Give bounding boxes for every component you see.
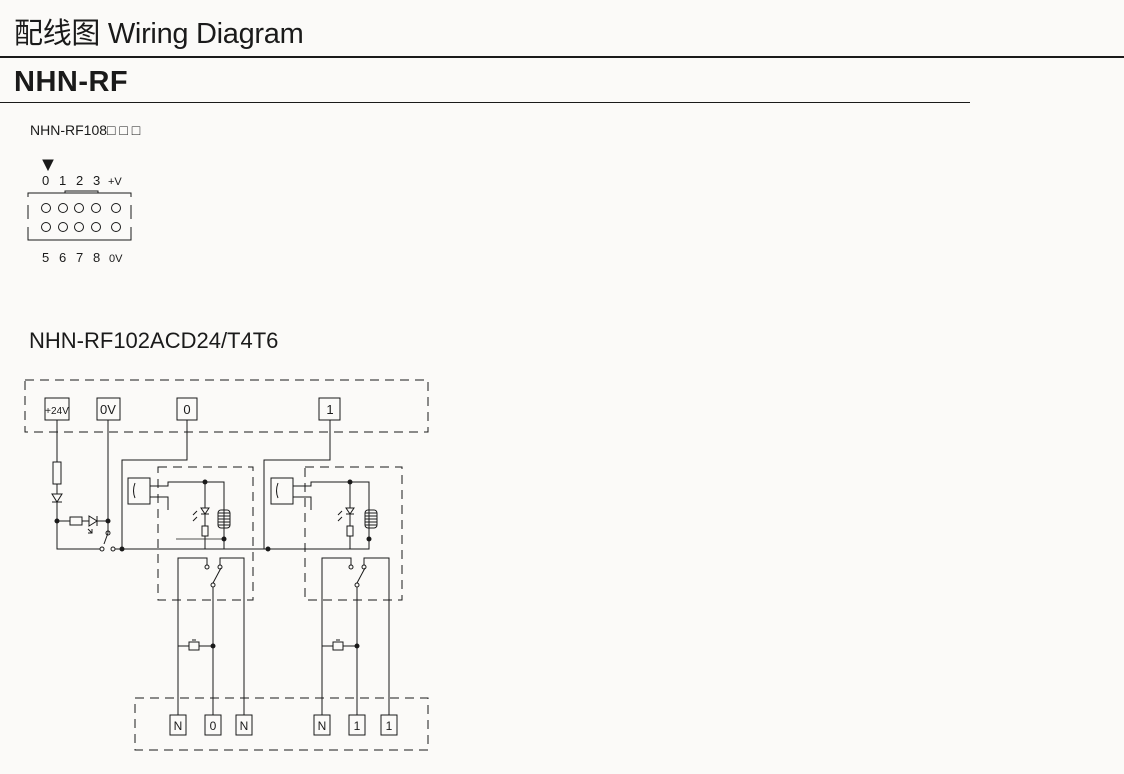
optocoupler-icon-1 <box>127 477 151 505</box>
terminal-label-bottom: N <box>174 719 183 733</box>
fuse-icon <box>52 461 62 485</box>
connector-top-labels: 0 1 2 3 +V <box>42 173 122 188</box>
terminal-label-bottom: 1 <box>386 719 393 733</box>
terminal-label-bottom: N <box>318 719 327 733</box>
indicator-led-icon-1 <box>200 507 210 515</box>
output-terminal-box <box>235 714 253 736</box>
input-terminal-block-frame <box>24 379 429 433</box>
pin-label-bottom: 0V <box>109 253 123 265</box>
connector-top-pin-row <box>41 203 121 213</box>
indicator-resistor-icon-2 <box>346 525 354 537</box>
pin-label-top: +V <box>108 176 122 188</box>
varistor-icon-1 <box>188 641 200 651</box>
pin-label-top: 0 <box>42 173 49 188</box>
connector-model-label: NHN-RF108□ □ □ <box>30 122 141 138</box>
terminal-label-top: 0V <box>100 402 116 417</box>
diode-icon <box>51 493 63 503</box>
output-terminal-box <box>380 714 398 736</box>
pin-label-top: 3 <box>93 173 100 188</box>
terminal-label-bottom: N <box>240 719 249 733</box>
relay-contact-icon-1 <box>212 567 222 584</box>
terminal-label-top: 0 <box>183 402 190 417</box>
relay-contact-icon-2 <box>356 567 366 584</box>
pin-label-bottom: 6 <box>59 250 66 265</box>
section-rule <box>0 102 970 103</box>
output-terminal-block-frame <box>134 697 429 751</box>
pin-label-top: 1 <box>59 173 66 188</box>
output-terminal-box <box>169 714 187 736</box>
pin-label-top: 2 <box>76 173 83 188</box>
optocoupler-icon-2 <box>270 477 294 505</box>
varistor-icon-2 <box>332 641 344 651</box>
output-terminal-box <box>313 714 331 736</box>
indicator-led-icon-2 <box>345 507 355 515</box>
indicator-resistor-icon-1 <box>201 525 209 537</box>
section-title: NHN-RF <box>14 66 129 98</box>
wiring-diagram-title: NHN-RF102ACD24/T4T6 <box>29 328 279 353</box>
pin-label-bottom: 5 <box>42 250 49 265</box>
top-terminal-labels: +24V 0V 0 1 <box>45 402 333 417</box>
wiring-schematic <box>24 379 429 751</box>
pin-label-bottom: 7 <box>76 250 83 265</box>
bottom-terminal-labels: N 0 N N 1 1 <box>174 719 393 733</box>
connector-pinout <box>27 159 132 241</box>
resistor-icon <box>69 516 83 526</box>
terminal-label-bottom: 1 <box>354 719 361 733</box>
terminal-label-top: 1 <box>326 402 333 417</box>
page-header: 配线图 Wiring Diagram <box>0 0 1124 58</box>
connector-bottom-pin-row <box>41 222 121 232</box>
relay-module-1-frame <box>157 466 254 601</box>
pin-label-bottom: 8 <box>93 250 100 265</box>
connector-bottom-labels: 5 6 7 8 0V <box>42 250 123 265</box>
output-terminal-box <box>348 714 366 736</box>
output-terminal-box <box>204 714 222 736</box>
header-rule <box>0 56 1124 58</box>
relay-module-2-frame <box>304 466 403 601</box>
pin-marker-icon <box>42 159 54 172</box>
led-icon <box>88 515 98 527</box>
page-title: 配线图 Wiring Diagram <box>14 18 304 50</box>
terminal-label-bottom: 0 <box>210 719 217 733</box>
terminal-label-top: +24V <box>45 406 69 417</box>
